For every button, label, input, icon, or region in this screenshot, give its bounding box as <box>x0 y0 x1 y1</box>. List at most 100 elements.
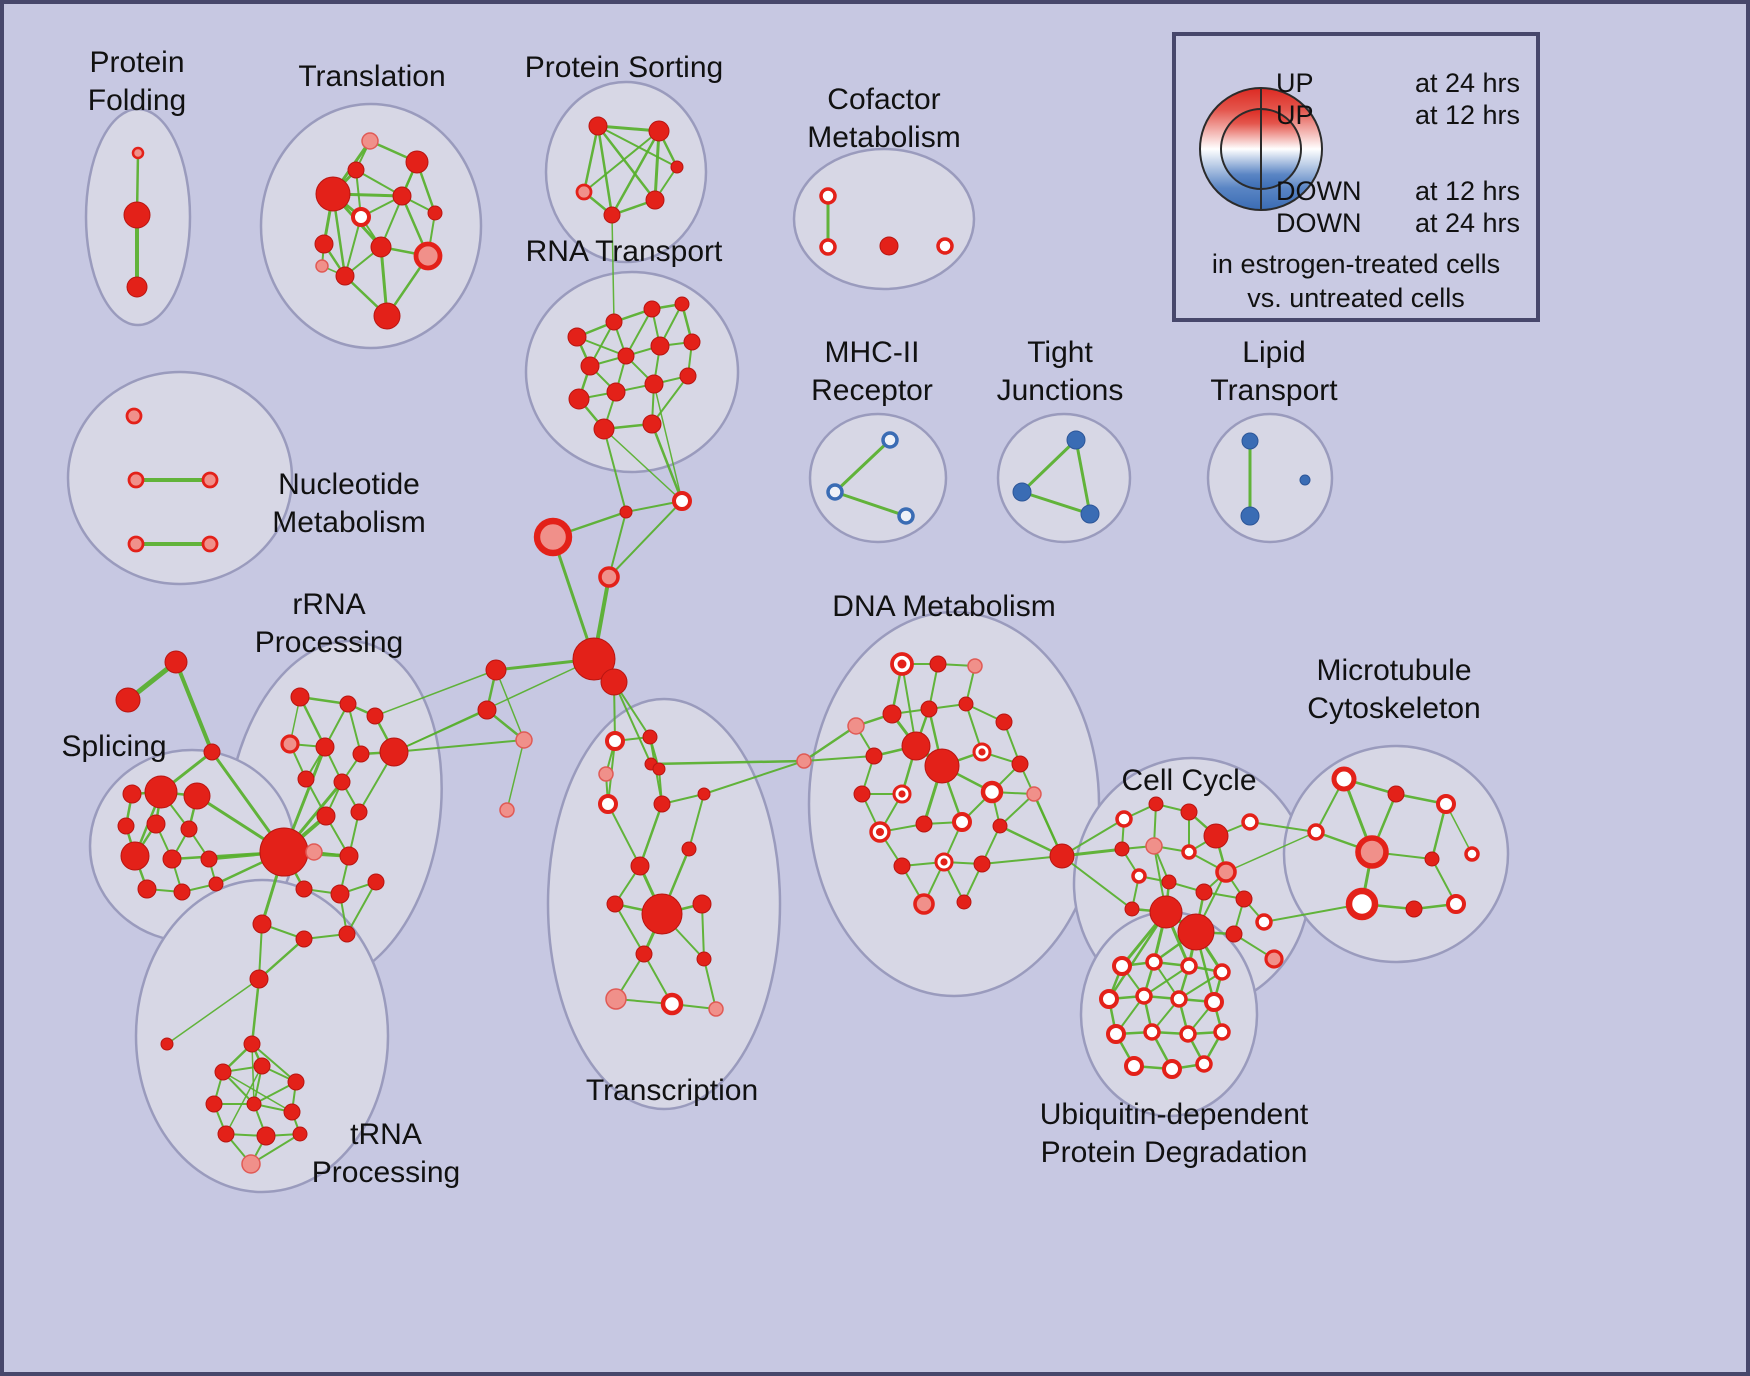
node-up <box>1049 843 1075 869</box>
node-up-mixed <box>1215 861 1237 883</box>
node-up-late-only <box>1170 990 1188 1008</box>
node-up <box>642 729 658 745</box>
node-up-weak <box>708 1001 724 1017</box>
node-up <box>144 775 178 809</box>
cluster-label-rna-transport: RNA Transport <box>526 235 723 268</box>
network-edge <box>347 703 362 755</box>
node-up-mixed <box>575 183 593 201</box>
legend-up24-time: at 24 hrs <box>1414 68 1520 98</box>
network-edge <box>225 1065 263 1135</box>
node-up <box>253 1057 271 1075</box>
node-up-weak <box>241 1154 261 1174</box>
node-up <box>1180 803 1198 821</box>
node-up <box>1148 796 1164 812</box>
cluster-label-protein-folding: Protein <box>89 46 184 79</box>
node-up <box>593 418 615 440</box>
node-up <box>173 883 191 901</box>
cluster-label-trna-processing: tRNA <box>350 1118 422 1151</box>
network-edge <box>393 739 525 753</box>
node-up <box>115 687 141 713</box>
node-up-mixed <box>598 566 620 588</box>
node-up <box>648 120 670 142</box>
node-up <box>1124 901 1140 917</box>
node-up <box>572 637 616 681</box>
cluster-label-splicing: Splicing <box>61 730 166 763</box>
node-up <box>214 1063 232 1081</box>
node-up-late-only <box>1179 1025 1197 1043</box>
node-up-late-only <box>952 812 972 832</box>
network-edge <box>596 124 614 217</box>
cluster-ellipse-lipid-transport <box>1206 412 1334 544</box>
network-edge <box>608 500 683 578</box>
node-up <box>315 737 335 757</box>
network-edge <box>506 739 525 811</box>
node-up-mixed <box>280 734 300 754</box>
node-up <box>630 856 650 876</box>
node-up <box>315 176 351 212</box>
network-edge <box>688 793 705 850</box>
node-up-late-only <box>1145 953 1163 971</box>
cluster-label-cell-cycle: Cell Cycle <box>1121 764 1256 797</box>
cluster-label-lipid-transport: Transport <box>1210 374 1338 407</box>
node-up-mixed <box>913 893 935 915</box>
node-down-partial <box>826 483 844 501</box>
cluster-label-microtubule-cytoskeleton: Cytoskeleton <box>1307 692 1480 725</box>
node-up <box>295 880 313 898</box>
legend-down24-time: at 24 hrs <box>1414 208 1520 238</box>
node-up <box>692 894 712 914</box>
cluster-label-lipid-transport: Lipid <box>1242 336 1305 369</box>
node-up <box>122 784 142 804</box>
node-up <box>1011 755 1029 773</box>
network-edge <box>251 1043 255 1105</box>
node-up-late-only <box>1135 987 1153 1005</box>
node-up <box>290 687 310 707</box>
node-down <box>1012 482 1032 502</box>
cluster-label-protein-folding: Folding <box>88 84 186 117</box>
node-up-late-only <box>1255 913 1273 931</box>
cluster-ellipse-tight-junctions <box>996 412 1132 544</box>
node-up <box>366 707 384 725</box>
node-up <box>339 695 357 713</box>
cluster-label-ubiquitin-degradation: Ubiquitin-dependent <box>1040 1098 1309 1131</box>
network-edge <box>650 422 684 503</box>
node-up <box>333 773 351 791</box>
node-up <box>1225 925 1243 943</box>
legend-down12-time: at 12 hrs <box>1414 176 1520 206</box>
network-edge <box>1061 855 1133 910</box>
node-up <box>567 327 587 347</box>
node-up <box>217 1125 235 1143</box>
node-up-late-only <box>1131 868 1147 884</box>
node-up <box>256 1126 276 1146</box>
node-up <box>1161 874 1177 890</box>
network-edge <box>596 124 657 202</box>
network-edge <box>999 793 1035 827</box>
node-up <box>674 296 690 312</box>
node-up-weak <box>1145 837 1163 855</box>
node-up <box>568 388 590 410</box>
network-edge <box>803 755 875 762</box>
node-up-late-only <box>1181 844 1197 860</box>
network-edge <box>981 855 1063 865</box>
node-up <box>164 650 188 674</box>
node-up-mixed <box>413 241 443 271</box>
node-up <box>1195 883 1213 901</box>
cluster-label-nucleotide-metabolism: Metabolism <box>272 506 425 539</box>
node-up <box>652 762 666 776</box>
node-up <box>200 850 218 868</box>
node-up-late-only <box>1143 1023 1161 1041</box>
cluster-ellipse-ubiquitin-degradation <box>1079 910 1259 1118</box>
network-edge <box>166 978 260 1045</box>
legend-row-up-12: UP at 12 hrs <box>1176 100 1536 130</box>
node-up <box>370 236 392 258</box>
node-up-late-only <box>672 491 692 511</box>
cluster-label-tight-junctions: Tight <box>1027 336 1093 369</box>
network-edge <box>611 214 615 323</box>
cluster-label-trna-processing: Processing <box>312 1156 460 1189</box>
node-up-ring-center <box>898 790 906 798</box>
node-up-late-only <box>1436 794 1456 814</box>
network-edge <box>1074 438 1092 516</box>
node-up <box>617 347 635 365</box>
legend: UP at 24 hrs UP at 12 hrs DOWN at 12 hrs… <box>1172 32 1540 322</box>
network-edge <box>603 428 627 513</box>
